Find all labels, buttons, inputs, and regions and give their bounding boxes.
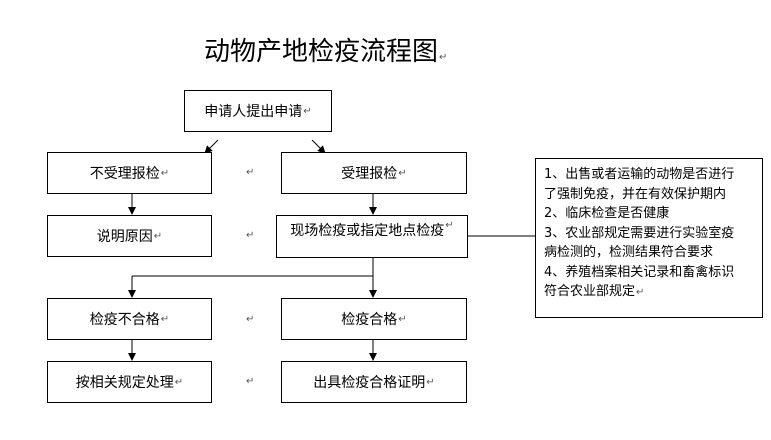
node-fail: 检疫不合格↵ [47,298,212,340]
arrow-apply-to-accept [311,139,326,154]
paragraph-mark: ↵ [246,376,255,387]
paragraph-mark: ↵ [398,313,407,325]
node-reject-label: 不受理报检 [89,166,160,182]
note-line: 1、出售或者运输的动物是否进行 [544,167,735,182]
node-accept-label: 受理报检 [341,166,398,182]
paragraph-mark: ↵ [439,52,448,63]
arrow-apply-to-reject [204,139,219,154]
note-line-text: 符合农业部规定 [544,284,636,299]
node-pass: 检疫合格↵ [281,298,467,340]
paragraph-mark: ↵ [153,230,163,242]
node-pass-label: 检疫合格 [341,312,398,328]
node-explain: 说明原因↵ [47,215,212,257]
node-explain-label: 说明原因 [96,229,153,245]
note-line: 了强制免疫，并在有效保护期内 [544,186,727,202]
node-fail-label: 检疫不合格 [89,312,160,328]
note-line: 4、养殖档案相关记录和畜禽标识 [544,264,735,280]
node-handle-label: 按相关规定处理 [75,375,174,391]
paragraph-mark: ↵ [398,167,407,179]
node-certify-label: 出具检疫合格证明 [313,375,426,391]
node-inspect: 现场检疫或指定地点检疫↵ [276,215,468,258]
node-accept: 受理报检↵ [281,152,467,194]
node-reject: 不受理报检↵ [47,152,212,194]
note-line: 病检测的，检测结果符合要求 [544,245,714,260]
paragraph-mark: ↵ [174,376,184,388]
paragraph-mark: ↵ [246,167,255,178]
paragraph-mark: ↵ [246,314,255,325]
note-line: 2、临床检查是否健康 [544,206,670,221]
node-inspect-label: 现场检疫或指定地点检疫 [290,223,445,239]
diagram-title-text: 动物产地检疫流程图 [204,37,439,67]
note-line: 3、农业部规定需要进行实验室疫 [544,225,735,241]
note-line: 符合农业部规定↵ [544,282,754,303]
paragraph-mark: ↵ [160,313,170,325]
inspection-notes: 1、出售或者运输的动物是否进行 了强制免疫，并在有效保护期内 2、临床检查是否健… [535,158,763,318]
paragraph-mark: ↵ [445,220,454,231]
paragraph-mark: ↵ [636,287,645,298]
node-certify: 出具检疫合格证明↵ [281,361,467,403]
paragraph-mark: ↵ [160,167,170,179]
paragraph-mark: ↵ [303,105,312,117]
paragraph-mark: ↵ [246,230,255,241]
node-handle: 按相关规定处理↵ [47,361,212,403]
node-apply-label: 申请人提出申请 [204,104,303,120]
diagram-title: 动物产地检疫流程图↵ [204,34,474,70]
node-apply: 申请人提出申请↵ [184,90,332,132]
paragraph-mark: ↵ [426,376,435,388]
